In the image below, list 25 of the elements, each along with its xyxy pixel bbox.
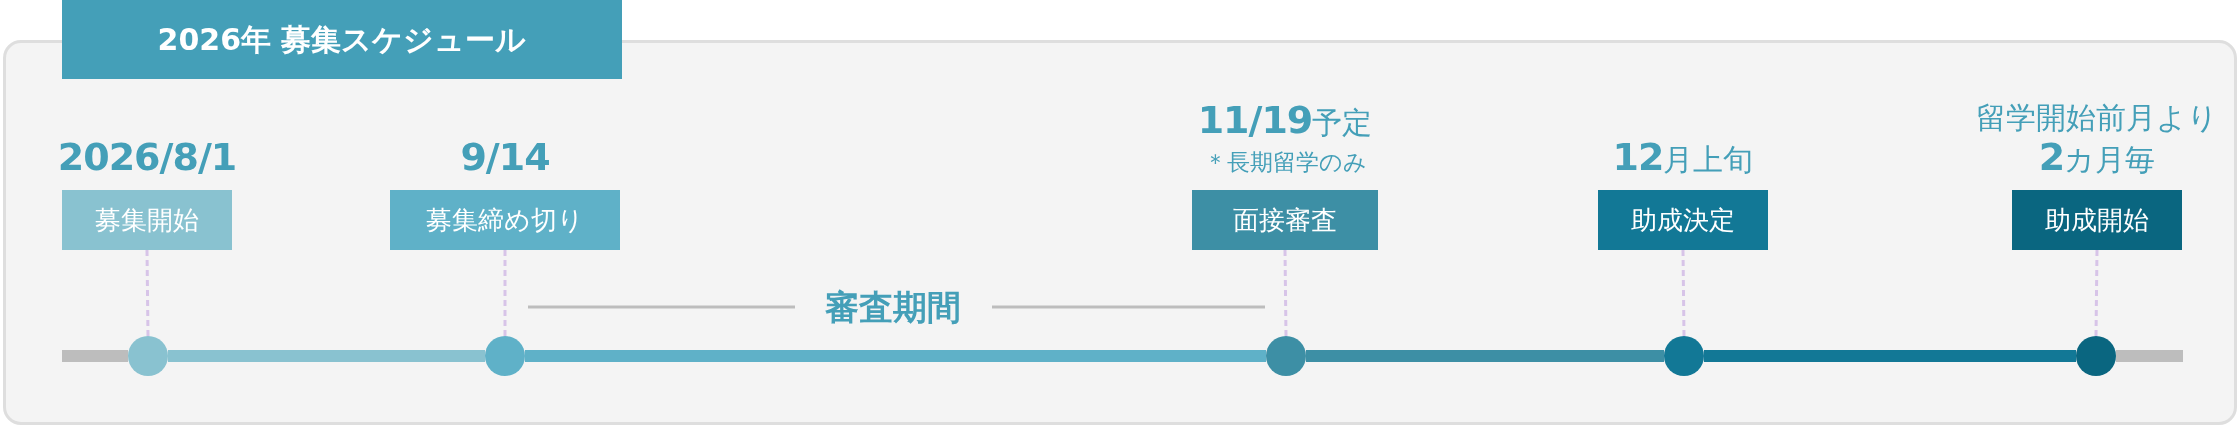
date-label: ＊長期留学のみ: [1203, 148, 1367, 177]
date-label: 留学開始前月より: [1976, 101, 2218, 137]
timeline-segment: [2116, 350, 2183, 362]
leader-line: [2094, 250, 2099, 336]
date-label: 2カ月毎: [2038, 140, 2156, 181]
leader-line: [503, 250, 507, 336]
timeline-segment: [1306, 350, 1664, 362]
period-label: 審査期間: [824, 286, 962, 328]
title-tab: 2026年 募集スケジュール: [62, 0, 622, 79]
milestone-box: 募集開始: [62, 190, 232, 250]
leader-line: [1681, 250, 1686, 336]
milestone-box: 助成開始: [2012, 190, 2182, 250]
date-label: 11/19予定: [1197, 103, 1373, 144]
timeline-segment: [525, 350, 1266, 362]
date-label: 9/14: [460, 140, 550, 181]
milestone-box: 面接審査: [1192, 190, 1378, 250]
milestone-box: 募集締め切り: [390, 190, 620, 250]
timeline-segment: [168, 350, 485, 362]
date-label: 12月上旬: [1612, 140, 1754, 181]
leader-line: [1283, 250, 1288, 336]
timeline-segment: [62, 350, 128, 362]
milestone-box: 助成決定: [1598, 190, 1768, 250]
timeline-segment: [1704, 350, 2076, 362]
leader-line: [145, 250, 150, 336]
date-label: 2026/8/1: [57, 140, 237, 181]
